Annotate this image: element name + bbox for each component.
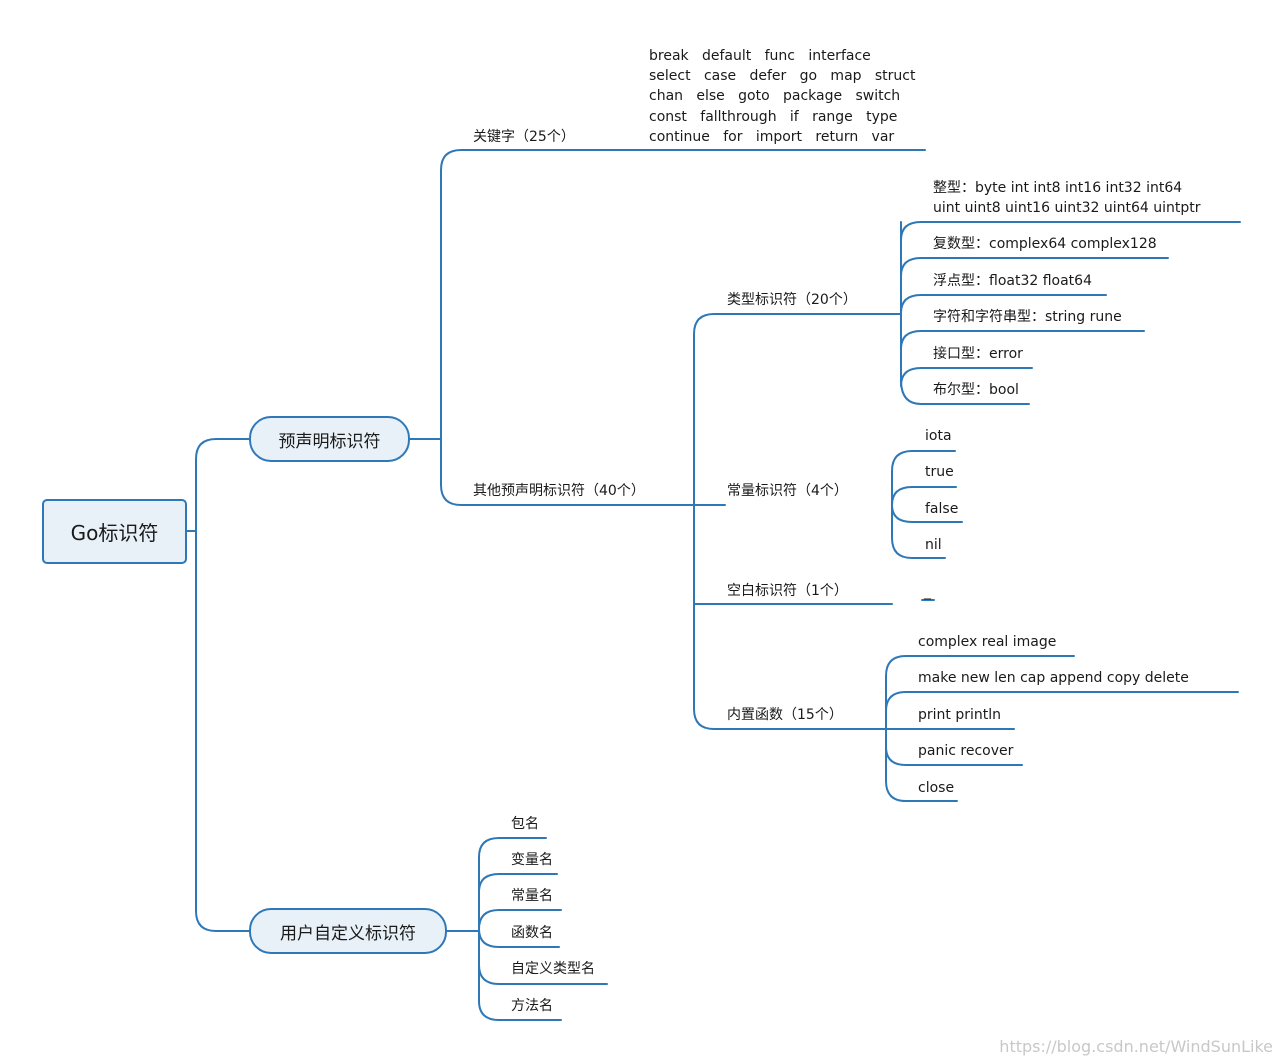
interface-types: 接口型：error bbox=[933, 346, 1023, 362]
root-node[interactable]: Go标识符 bbox=[42, 499, 187, 564]
float-types: 浮点型：float32 float64 bbox=[933, 273, 1092, 289]
keywords-line: break default func interface bbox=[649, 48, 871, 64]
bool-types: 布尔型：bool bbox=[933, 382, 1019, 398]
string-types: 字符和字符串型：string rune bbox=[933, 309, 1122, 325]
builtin-item: panic recover bbox=[918, 743, 1014, 759]
keywords-list: break default func interface select case… bbox=[649, 46, 916, 147]
watermark: https://blog.csdn.net/WindSunLike bbox=[999, 1037, 1273, 1056]
constant-item: true bbox=[925, 464, 954, 480]
builtin-functions-label[interactable]: 内置函数（15个） bbox=[727, 707, 843, 723]
builtin-item: make new len cap append copy delete bbox=[918, 670, 1189, 686]
user-defined-node[interactable]: 用户自定义标识符 bbox=[249, 908, 447, 954]
keywords-line: continue for import return var bbox=[649, 128, 895, 145]
builtin-item: print println bbox=[918, 707, 1002, 723]
integer-types-line1: 整型：byte int int8 int16 int32 int64 bbox=[933, 180, 1183, 196]
blank-identifier-label[interactable]: 空白标识符（1个） bbox=[727, 583, 848, 599]
builtin-item: close bbox=[918, 780, 955, 796]
predeclared-node[interactable]: 预声明标识符 bbox=[249, 416, 410, 462]
keywords-line: select case defer go map struct bbox=[649, 68, 916, 85]
constant-item: false bbox=[925, 501, 959, 517]
builtin-item: complex real image bbox=[918, 634, 1057, 650]
constant-item: iota bbox=[925, 428, 952, 444]
user-item: 方法名 bbox=[511, 998, 553, 1014]
constant-item: nil bbox=[925, 537, 942, 553]
user-item: 包名 bbox=[511, 816, 539, 832]
integer-types-line2: uint uint8 uint16 uint32 uint64 uintptr bbox=[933, 200, 1201, 216]
constant-identifiers-label[interactable]: 常量标识符（4个） bbox=[727, 483, 848, 499]
type-identifiers-label[interactable]: 类型标识符（20个） bbox=[727, 292, 857, 308]
keywords-line: const fallthrough if range type bbox=[649, 108, 898, 125]
user-item: 常量名 bbox=[511, 888, 553, 904]
keywords-label[interactable]: 关键字（25个） bbox=[473, 129, 575, 145]
user-item: 自定义类型名 bbox=[511, 961, 595, 977]
keywords-line: chan else goto package switch bbox=[649, 88, 901, 105]
complex-types: 复数型：complex64 complex128 bbox=[933, 236, 1157, 252]
user-item: 变量名 bbox=[511, 852, 553, 868]
blank-identifier-item: _ bbox=[924, 584, 931, 600]
user-item: 函数名 bbox=[511, 925, 553, 941]
other-predeclared-label[interactable]: 其他预声明标识符（40个） bbox=[473, 483, 645, 499]
